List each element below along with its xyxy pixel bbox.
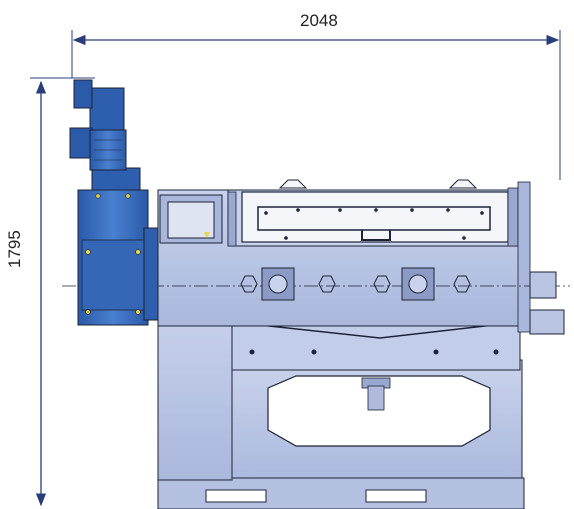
motor [69, 79, 127, 171]
machine-base [157, 359, 525, 509]
height-dimension [30, 77, 95, 507]
main-housing [62, 179, 570, 355]
gearbox [77, 167, 159, 326]
height-dimension-label: 1795 [5, 230, 24, 268]
lower-left-housing [157, 299, 521, 481]
width-dimension [71, 30, 561, 180]
width-dimension-label: 2048 [300, 11, 338, 30]
